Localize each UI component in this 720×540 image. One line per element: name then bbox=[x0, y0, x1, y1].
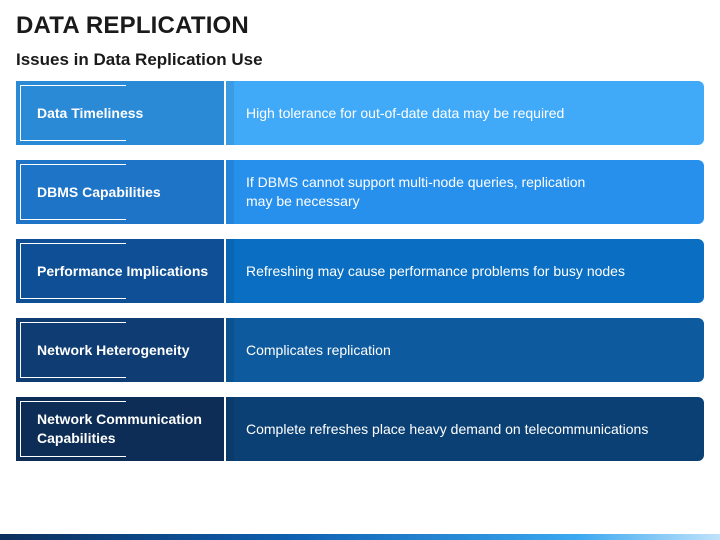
issue-row-dbms-capabilities: DBMS Capabilities If DBMS cannot support… bbox=[16, 160, 704, 224]
row-divider bbox=[224, 160, 226, 224]
bottom-accent-bar bbox=[0, 534, 720, 540]
issue-label: Data Timeliness bbox=[37, 104, 144, 121]
label-frame-decoration bbox=[20, 85, 126, 141]
issue-row-performance-implications: Performance Implications Refreshing may … bbox=[16, 239, 704, 303]
issue-row-network-communication: Network Communication Capabilities Compl… bbox=[16, 397, 704, 461]
issue-label-box: Performance Implications bbox=[16, 239, 224, 303]
issue-description-box: Refreshing may cause performance problem… bbox=[226, 239, 704, 303]
issue-description-box: If DBMS cannot support multi-node querie… bbox=[226, 160, 704, 224]
issue-label: Network Communication Capabilities bbox=[37, 411, 202, 446]
page-subtitle: Issues in Data Replication Use bbox=[16, 50, 263, 69]
label-frame-decoration bbox=[20, 243, 126, 299]
label-frame-decoration bbox=[20, 164, 126, 220]
row-divider bbox=[224, 81, 226, 145]
issue-description: Complicates replication bbox=[246, 341, 391, 358]
issue-label: DBMS Capabilities bbox=[37, 183, 161, 200]
issue-row-network-heterogeneity: Network Heterogeneity Complicates replic… bbox=[16, 318, 704, 382]
issue-label-box: Network Communication Capabilities bbox=[16, 397, 224, 461]
row-divider bbox=[224, 239, 226, 303]
row-divider bbox=[224, 318, 226, 382]
issue-description: High tolerance for out-of-date data may … bbox=[246, 104, 565, 121]
issue-description: Complete refreshes place heavy demand on… bbox=[246, 420, 649, 437]
issues-list: Data Timeliness High tolerance for out-o… bbox=[16, 81, 704, 476]
issue-label: Performance Implications bbox=[37, 262, 209, 279]
label-frame-decoration bbox=[20, 322, 126, 378]
issue-label-box: Data Timeliness bbox=[16, 81, 224, 145]
row-divider bbox=[224, 397, 226, 461]
issue-description-box: High tolerance for out-of-date data may … bbox=[226, 81, 704, 145]
issue-label-box: DBMS Capabilities bbox=[16, 160, 224, 224]
issue-description: If DBMS cannot support multi-node querie… bbox=[246, 174, 586, 209]
issue-description-box: Complete refreshes place heavy demand on… bbox=[226, 397, 704, 461]
page-title: DATA REPLICATION bbox=[16, 12, 249, 39]
issue-label: Network Heterogeneity bbox=[37, 341, 190, 358]
issue-row-data-timeliness: Data Timeliness High tolerance for out-o… bbox=[16, 81, 704, 145]
label-frame-decoration bbox=[20, 401, 126, 457]
issue-label-box: Network Heterogeneity bbox=[16, 318, 224, 382]
issue-description-box: Complicates replication bbox=[226, 318, 704, 382]
issue-description: Refreshing may cause performance problem… bbox=[246, 262, 625, 279]
